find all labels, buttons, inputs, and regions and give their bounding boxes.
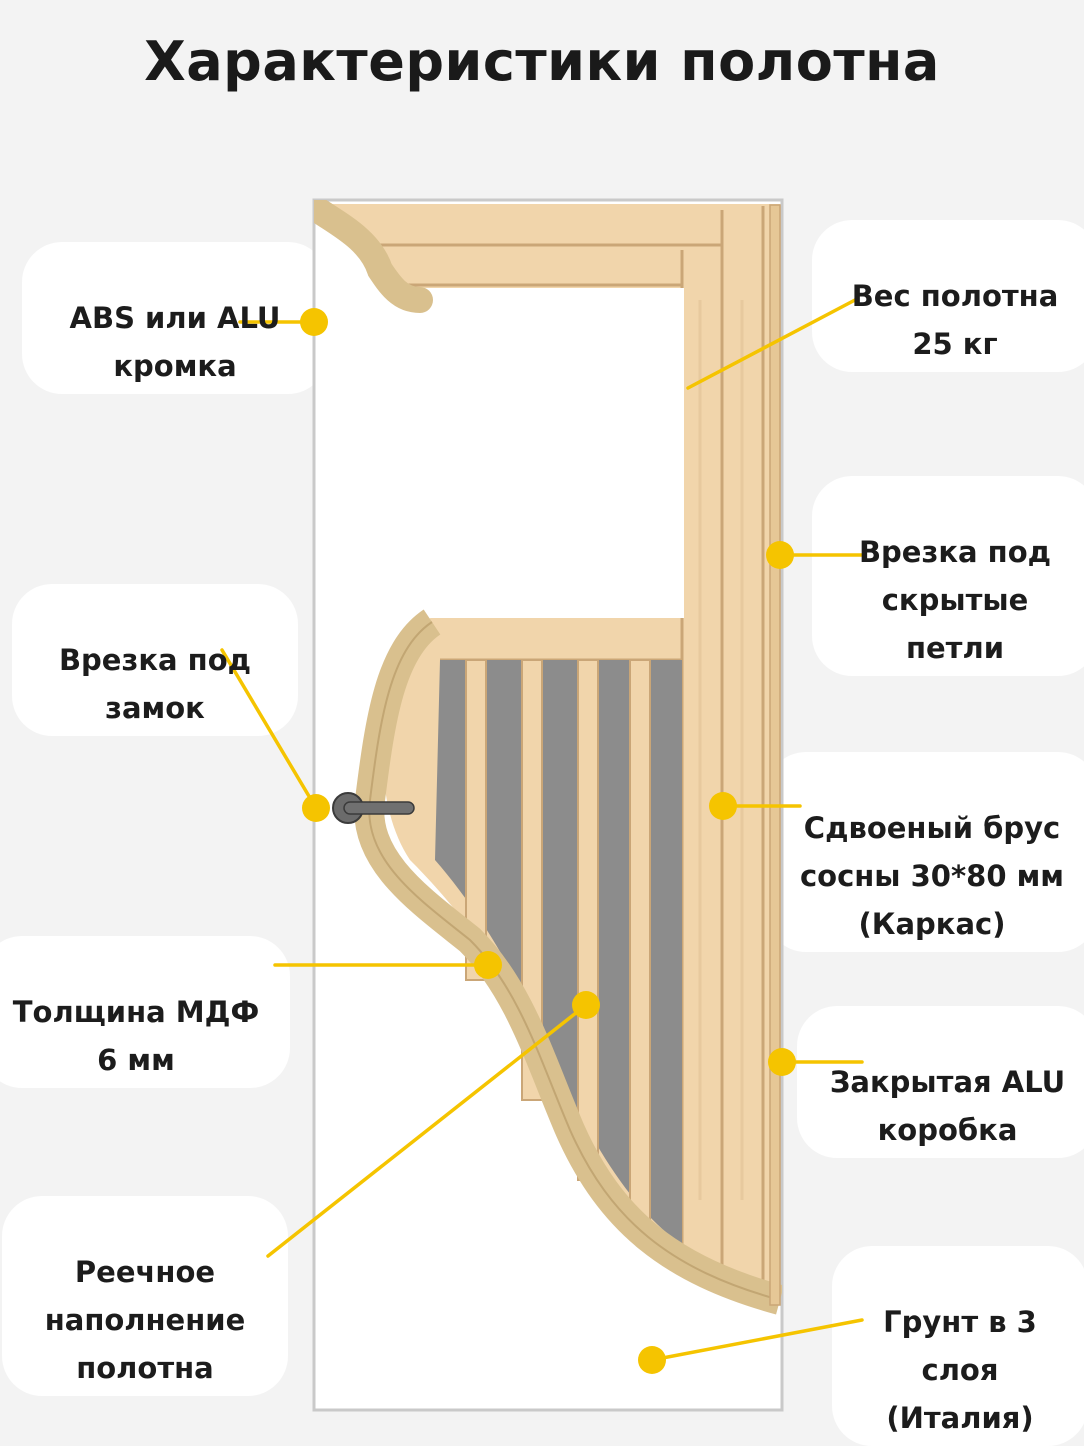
cavity: [435, 660, 682, 1245]
hinge-strip: [769, 204, 781, 1306]
label-primer: Грунт в 3 слоя (Италия): [832, 1246, 1084, 1446]
label-weight: Вес полотна 25 кг: [812, 220, 1084, 372]
door-handle-icon: [332, 792, 415, 824]
callout-dot-icon: [768, 1048, 796, 1076]
callout-dots: [300, 308, 796, 1374]
callout-dot-icon: [709, 792, 737, 820]
callout-dot-icon: [638, 1346, 666, 1374]
mdf-peel-edge: [314, 200, 433, 313]
mdf-peel-edge-outline: [368, 621, 781, 1301]
callout-dot-icon: [766, 541, 794, 569]
label-hinges: Врезка под скрытые петли: [812, 476, 1084, 676]
label-lock: Врезка под замок: [12, 584, 298, 736]
label-filling: Реечное наполнение полотна: [2, 1196, 288, 1396]
page-title: Характеристики полотна: [144, 30, 940, 93]
label-mdf: Толщина МДФ 6 мм: [0, 936, 290, 1088]
callout-dot-icon: [572, 991, 600, 1019]
slats: [465, 659, 651, 1221]
callout-dot-icon: [474, 951, 502, 979]
label-frame: Сдвоеный брус сосны 30*80 мм (Каркас): [766, 752, 1084, 952]
label-edge: ABS или ALU кромка: [22, 242, 328, 394]
cutaway-panel: [340, 288, 684, 618]
label-alu-box: Закрытая ALU коробка: [797, 1006, 1084, 1158]
callout-dot-icon: [302, 794, 330, 822]
